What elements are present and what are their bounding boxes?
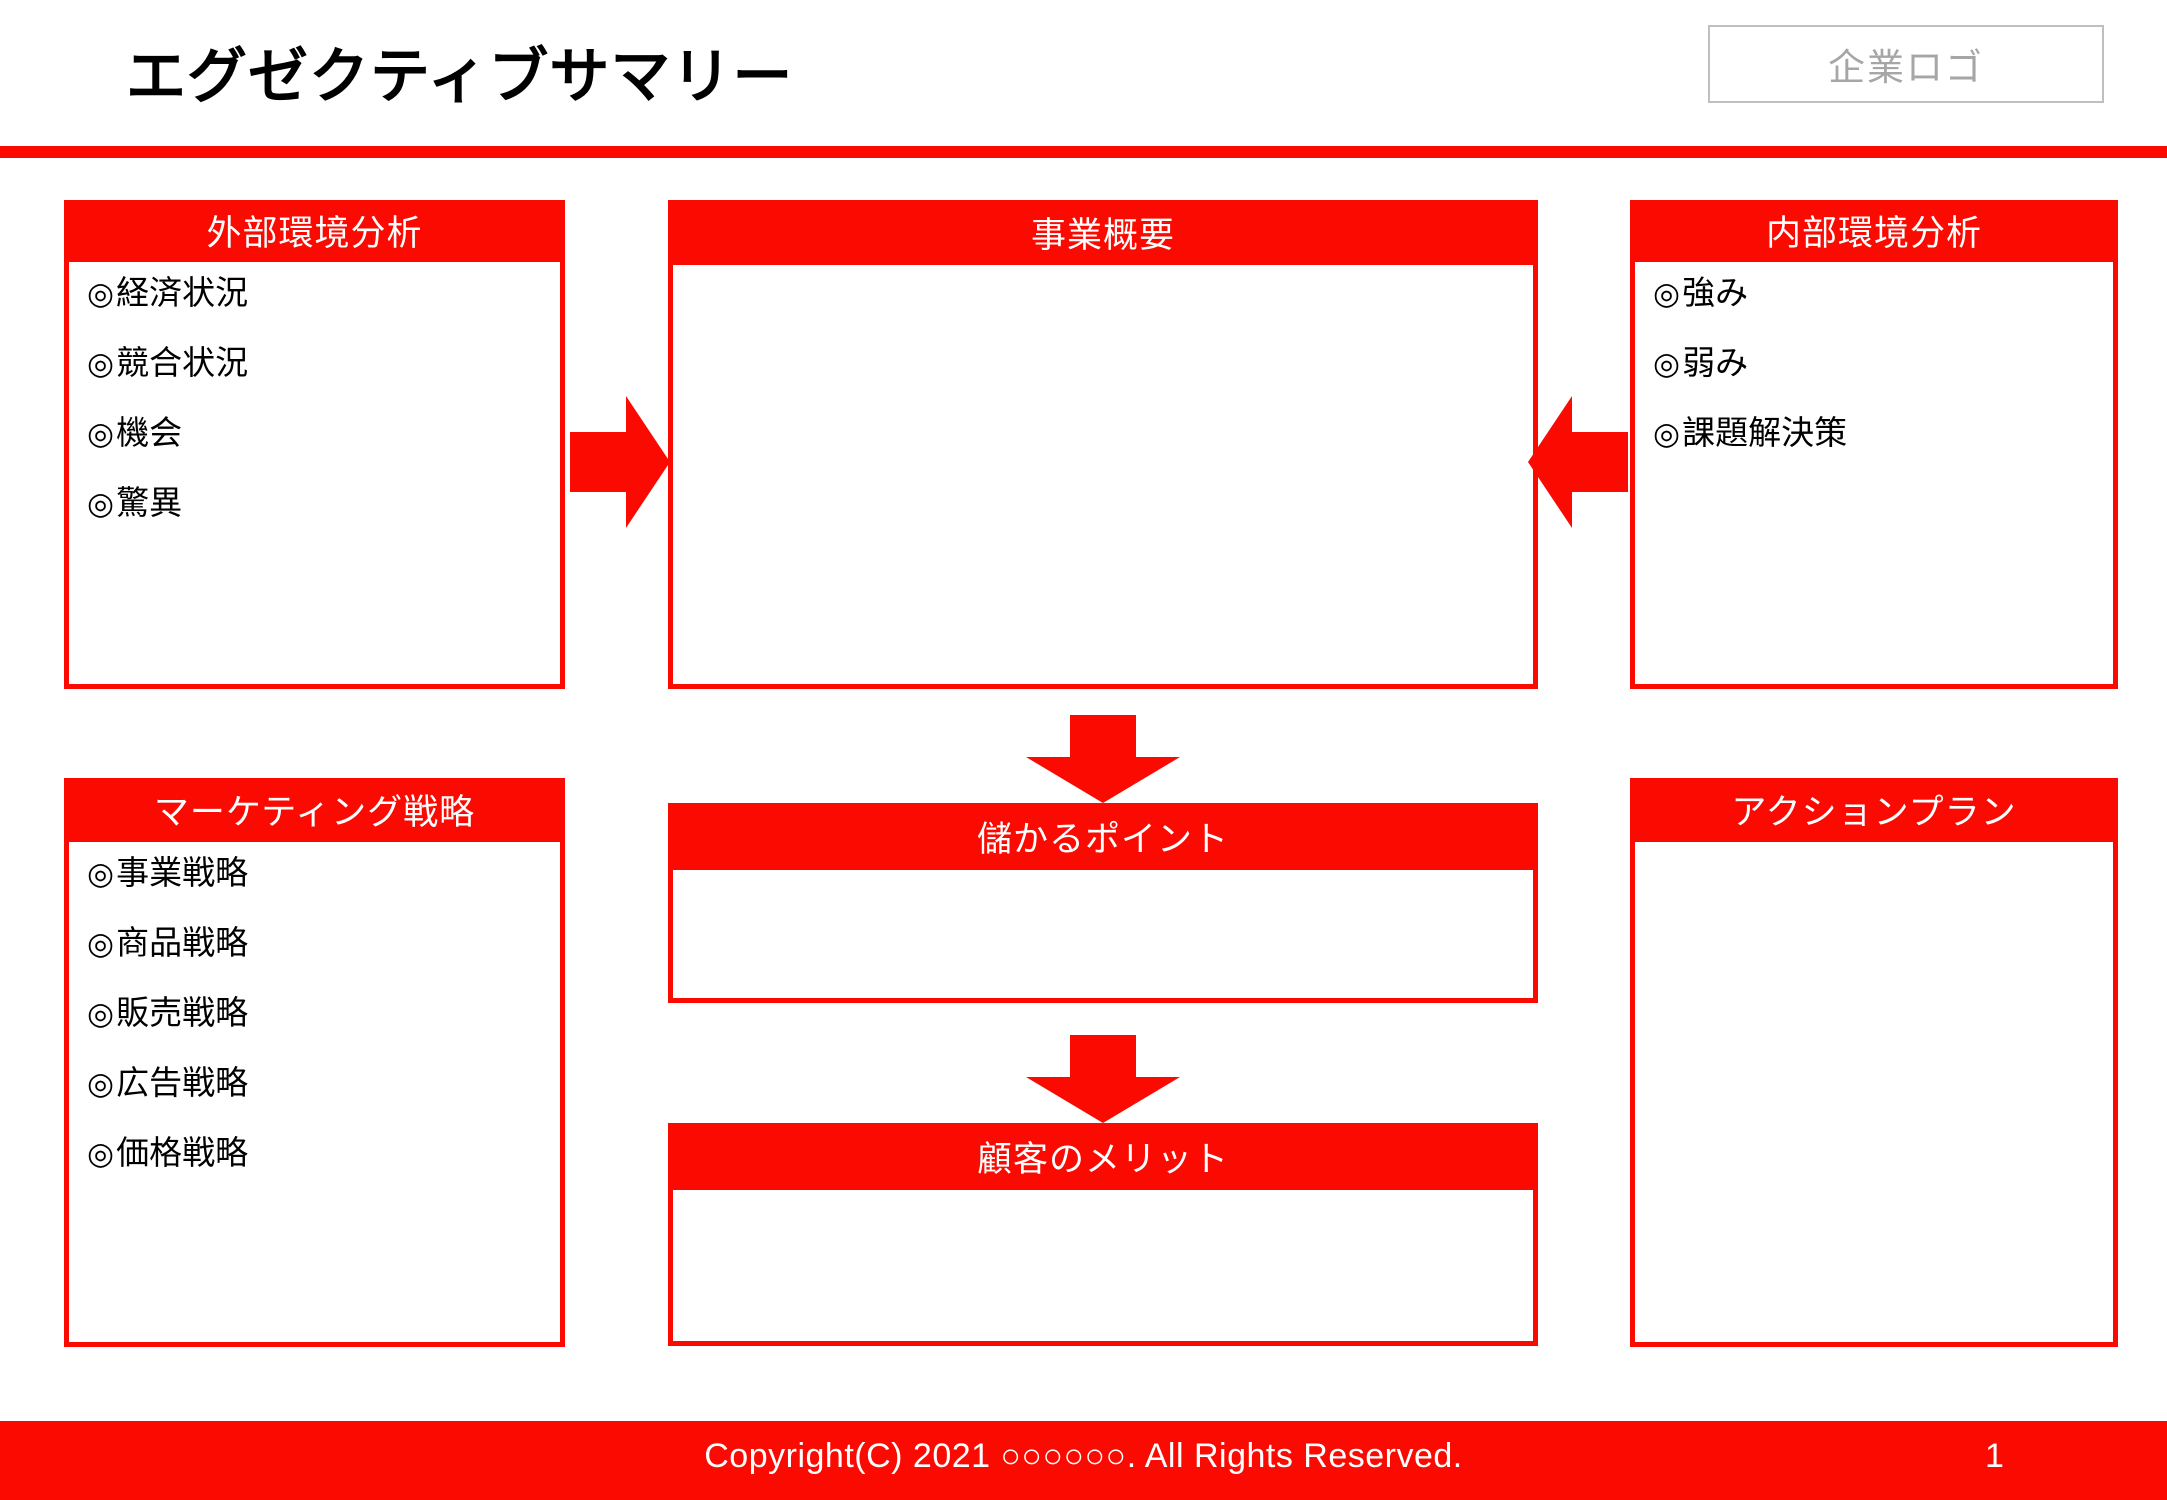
list-item-label: 販売戦略 <box>116 994 249 1031</box>
list-item[interactable]: ◎驚異 <box>87 486 542 519</box>
panel-action-plan-body[interactable] <box>1635 842 2113 1342</box>
list-item[interactable]: ◎経済状況 <box>87 276 542 309</box>
list-item-label: 事業戦略 <box>116 854 249 891</box>
panel-action-plan-title: アクションプラン <box>1635 783 2113 842</box>
header-divider-rule <box>0 146 2167 158</box>
panel-profit-points[interactable]: 儲かるポイント <box>668 803 1538 1003</box>
panel-business-overview-title: 事業概要 <box>673 205 1533 265</box>
panel-external-analysis-body[interactable]: ◎経済状況 ◎競合状況 ◎機会 ◎驚異 <box>69 262 560 684</box>
panel-business-overview[interactable]: 事業概要 <box>668 200 1538 689</box>
panel-marketing-strategy-body[interactable]: ◎事業戦略 ◎商品戦略 ◎販売戦略 ◎広告戦略 ◎価格戦略 <box>69 842 560 1342</box>
footer-bar <box>0 1421 2167 1500</box>
panel-customer-benefit[interactable]: 顧客のメリット <box>668 1123 1538 1346</box>
bullet-icon: ◎ <box>87 346 115 381</box>
marketing-strategy-list: ◎事業戦略 ◎商品戦略 ◎販売戦略 ◎広告戦略 ◎価格戦略 <box>87 856 542 1169</box>
bullet-icon: ◎ <box>87 926 115 961</box>
bullet-icon: ◎ <box>87 486 115 521</box>
panel-internal-analysis-title: 内部環境分析 <box>1635 205 2113 262</box>
list-item-label: 弱み <box>1682 344 1749 381</box>
panel-profit-points-title: 儲かるポイント <box>673 808 1533 870</box>
list-item-label: 強み <box>1682 274 1749 311</box>
panel-marketing-strategy-title: マーケティング戦略 <box>69 783 560 842</box>
list-item-label: 価格戦略 <box>116 1134 249 1171</box>
company-logo-label: 企業ロゴ <box>1828 47 1984 88</box>
panel-internal-analysis[interactable]: 内部環境分析 ◎強み ◎弱み ◎課題解決策 <box>1630 200 2118 689</box>
list-item-label: 広告戦略 <box>116 1064 249 1101</box>
bullet-icon: ◎ <box>1653 346 1681 381</box>
bullet-icon: ◎ <box>87 276 115 311</box>
list-item-label: 競合状況 <box>116 344 249 381</box>
bullet-icon: ◎ <box>87 1136 115 1171</box>
list-item[interactable]: ◎機会 <box>87 416 542 449</box>
bullet-icon: ◎ <box>87 416 115 451</box>
list-item-label: 経済状況 <box>116 274 249 311</box>
panel-marketing-strategy[interactable]: マーケティング戦略 ◎事業戦略 ◎商品戦略 ◎販売戦略 ◎広告戦略 ◎価格戦略 <box>64 778 565 1347</box>
bullet-icon: ◎ <box>87 1066 115 1101</box>
panel-customer-benefit-body[interactable] <box>673 1190 1533 1341</box>
bullet-icon: ◎ <box>87 996 115 1031</box>
list-item-label: 課題解決策 <box>1682 414 1848 451</box>
list-item-label: 商品戦略 <box>116 924 249 961</box>
arrow-left-icon <box>1528 396 1628 528</box>
panel-business-overview-body[interactable] <box>673 265 1533 684</box>
company-logo-placeholder[interactable]: 企業ロゴ <box>1708 25 2104 103</box>
list-item[interactable]: ◎広告戦略 <box>87 1066 542 1099</box>
panel-external-analysis[interactable]: 外部環境分析 ◎経済状況 ◎競合状況 ◎機会 ◎驚異 <box>64 200 565 689</box>
panel-action-plan[interactable]: アクションプラン <box>1630 778 2118 1347</box>
footer-page-number: 1 <box>1985 1437 2004 1475</box>
list-item-label: 驚異 <box>116 484 183 521</box>
internal-analysis-list: ◎強み ◎弱み ◎課題解決策 <box>1653 276 2095 449</box>
bullet-icon: ◎ <box>1653 276 1681 311</box>
page-title: エグゼクティブサマリー <box>126 43 794 110</box>
list-item[interactable]: ◎価格戦略 <box>87 1136 542 1169</box>
list-item[interactable]: ◎販売戦略 <box>87 996 542 1029</box>
panel-profit-points-body[interactable] <box>673 870 1533 998</box>
panel-external-analysis-title: 外部環境分析 <box>69 205 560 262</box>
panel-internal-analysis-body[interactable]: ◎強み ◎弱み ◎課題解決策 <box>1635 262 2113 684</box>
arrow-down-icon <box>1026 1035 1180 1123</box>
bullet-icon: ◎ <box>87 856 115 891</box>
panel-customer-benefit-title: 顧客のメリット <box>673 1128 1533 1190</box>
list-item[interactable]: ◎強み <box>1653 276 2095 309</box>
list-item[interactable]: ◎競合状況 <box>87 346 542 379</box>
list-item[interactable]: ◎事業戦略 <box>87 856 542 889</box>
list-item[interactable]: ◎商品戦略 <box>87 926 542 959</box>
list-item-label: 機会 <box>116 414 183 451</box>
arrow-down-icon <box>1026 715 1180 803</box>
footer-copyright: Copyright(C) 2021 ○○○○○○. All Rights Res… <box>704 1437 1463 1475</box>
external-analysis-list: ◎経済状況 ◎競合状況 ◎機会 ◎驚異 <box>87 276 542 519</box>
bullet-icon: ◎ <box>1653 416 1681 451</box>
list-item[interactable]: ◎課題解決策 <box>1653 416 2095 449</box>
list-item[interactable]: ◎弱み <box>1653 346 2095 379</box>
arrow-right-icon <box>570 396 670 528</box>
